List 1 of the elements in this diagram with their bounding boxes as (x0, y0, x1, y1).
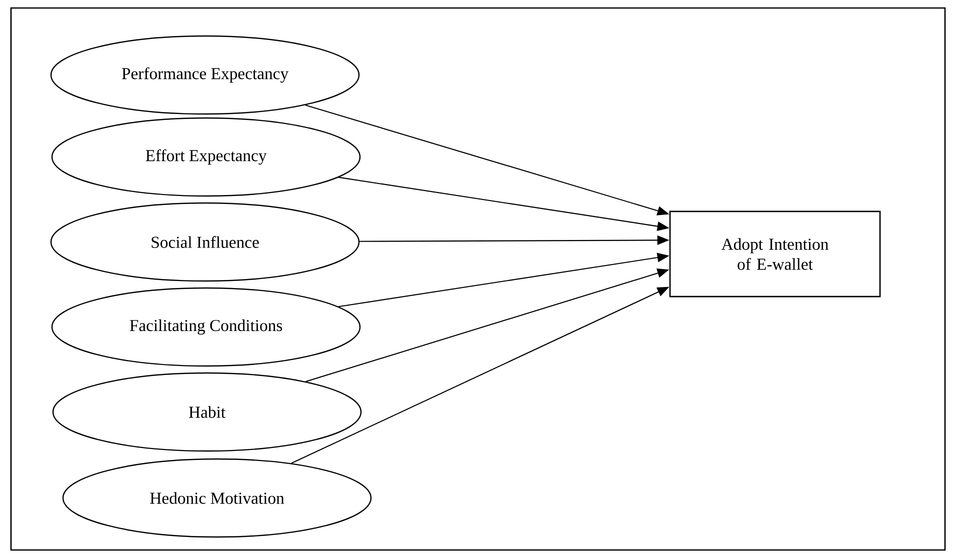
outcome-box: Adopt Intention of E-wallet (669, 210, 881, 298)
